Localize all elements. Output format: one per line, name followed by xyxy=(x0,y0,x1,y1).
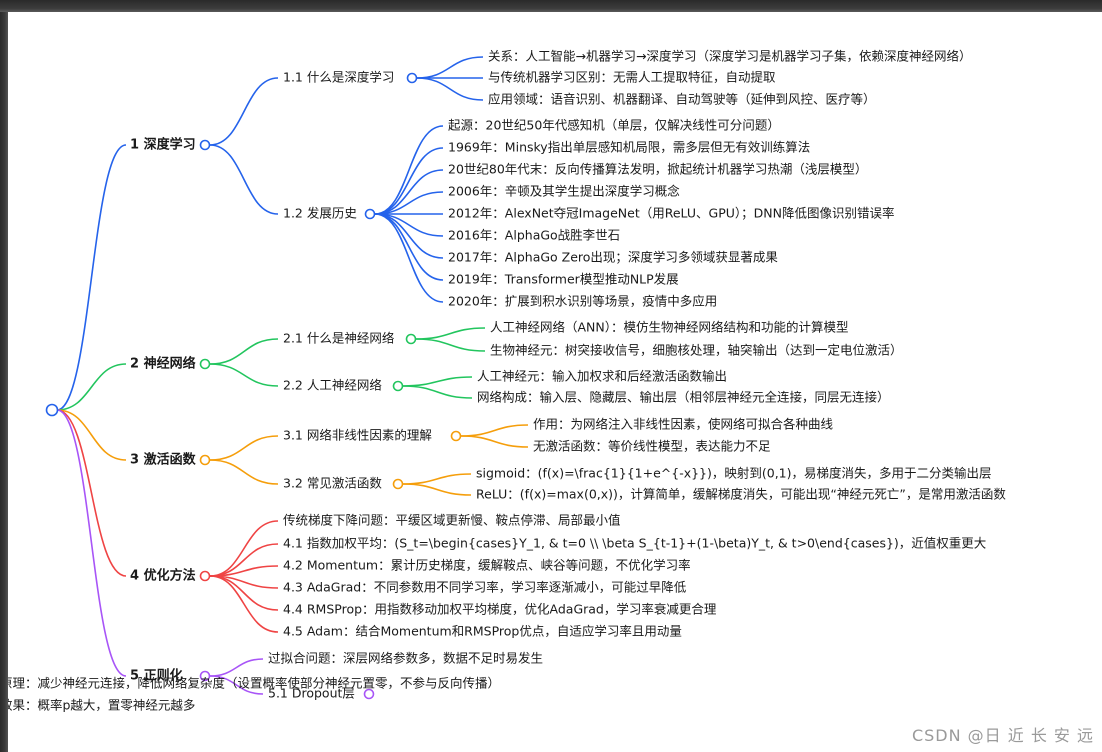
node-toggle-circle xyxy=(392,380,404,392)
leaf-connector xyxy=(402,376,473,387)
subtopic-label: 1.2 发展历史 xyxy=(283,206,357,221)
subtopic-label: 4.2 Momentum：累计历史梯度，缓解鞍点、峡谷等问题，不优化学习率 xyxy=(283,558,691,573)
root-node-circle xyxy=(45,403,59,417)
subtopic-label: 过拟合问题：深层网络参数多，数据不足时易发生 xyxy=(268,651,543,666)
subtopic-label: 2.2 人工神经网络 xyxy=(283,378,382,393)
subtopic-label: 4.5 Adam：结合Momentum和RMSProp优点，自适应学习率且用动量 xyxy=(283,624,682,639)
node-toggle-circle xyxy=(392,478,404,490)
branch-connector xyxy=(56,363,127,411)
leaf-label: 无激活函数：等价线性模型，表达能力不足 xyxy=(533,439,771,454)
leaf-label: sigmoid：(f(x)=\frac{1}{1+e^{-x}})，映射到(0,… xyxy=(476,466,992,481)
subtopic-label: 4.4 RMSProp：用指数移动加权平均梯度，优化AdaGrad，学习率衰减更… xyxy=(283,602,717,617)
leaf-label: 2017年：AlphaGo Zero出现；深度学习多领域获显著成果 xyxy=(448,250,778,265)
node-toggle-circle xyxy=(199,139,211,151)
node-toggle-circle xyxy=(406,72,418,84)
leaf-label: 2012年：AlexNet夺冠ImageNet（用ReLU、GPU）；DNN降低… xyxy=(448,206,895,221)
topic-label: 3 激活函数 xyxy=(130,452,197,468)
topic-label: 4 优化方法 xyxy=(130,568,196,584)
leaf-label: ReLU：(f(x)=max(0,x))，计算简单，缓解梯度消失，可能出现“神经… xyxy=(476,487,1006,502)
node-toggle-circle xyxy=(363,688,375,700)
leaf-label: 2016年：AlphaGo战胜李世石 xyxy=(448,228,620,243)
subtopic-label: 3.2 常见激活函数 xyxy=(283,476,382,491)
branch-connector xyxy=(56,409,127,461)
leaf-connector xyxy=(460,424,529,437)
leaf-connector xyxy=(460,435,529,448)
watermark: CSDN @日 近 长 安 远 xyxy=(911,726,1094,745)
node-toggle-circle xyxy=(405,333,417,345)
leaf-connector xyxy=(402,483,472,496)
window-edge xyxy=(0,0,8,752)
leaf-label: 关系：人工智能→机器学习→深度学习（深度学习是机器学习子集，依赖深度神经网络） xyxy=(488,49,971,64)
leaf-label: 应用领域：语音识别、机器翻译、自动驾驶等（延伸到风控、医疗等） xyxy=(488,92,876,107)
node-toggle-circle xyxy=(450,430,462,442)
leaf-label: 原理：减少神经元连接，降低网络复杂度（设置概率使部分神经元置零，不参与反向传播） xyxy=(0,676,500,691)
leaf-connector xyxy=(416,77,484,101)
subtopic-label: 传统梯度下降问题：平缓区域更新慢、鞍点停滞、局部最小值 xyxy=(283,513,621,528)
leaf-connector xyxy=(415,338,486,352)
subtopic-label: 3.1 网络非线性因素的理解 xyxy=(283,428,432,443)
branch-connector xyxy=(56,409,127,677)
branch-connector xyxy=(56,409,127,577)
leaf-label: 网络构成：输入层、隐藏层、输出层（相邻层神经元全连接，同层无连接） xyxy=(477,390,890,405)
subtopic-connector xyxy=(209,675,264,695)
subtopic-connector xyxy=(209,363,279,387)
leaf-label: 1969年：Minsky指出单层感知机局限，需多层但无有效训练算法 xyxy=(448,140,810,155)
node-toggle-circle xyxy=(199,570,211,582)
leaf-connector xyxy=(374,213,444,303)
leaf-connector xyxy=(374,213,444,281)
subtopic-connector xyxy=(209,520,279,577)
leaf-label: 2020年：扩展到积水识别等场景，疫情中多应用 xyxy=(448,294,717,309)
leaf-connector xyxy=(402,385,473,399)
leaf-label: 生物神经元：树突接收信号，细胞核处理，轴突输出（达到一定电位激活） xyxy=(490,343,903,358)
subtopic-connector xyxy=(209,338,279,365)
node-toggle-circle xyxy=(364,208,376,220)
leaf-label: 人工神经元：输入加权求和后经激活函数输出 xyxy=(477,369,727,384)
branch-connector xyxy=(56,144,127,411)
subtopic-label: 4.3 AdaGrad：不同参数用不同学习率，学习率逐渐减小，可能过早降低 xyxy=(283,580,687,595)
leaf-connector xyxy=(374,147,444,215)
window-edge xyxy=(0,0,1102,12)
subtopic-connector xyxy=(209,575,279,633)
leaf-label: 2006年：辛顿及其学生提出深度学习概念 xyxy=(448,184,680,199)
subtopic-connector xyxy=(209,144,279,215)
subtopic-connector xyxy=(209,658,264,677)
subtopic-label: 4.1 指数加权平均：(S_t=\begin{cases}Y_1, & t=0 … xyxy=(283,536,986,551)
topic-label: 2 神经网络 xyxy=(130,356,196,372)
topic-label: 5 正则化 xyxy=(130,668,183,684)
subtopic-label: 1.1 什么是深度学习 xyxy=(283,70,394,85)
leaf-connector xyxy=(374,125,444,215)
leaf-label: 作用：为网络注入非线性因素，使网络可拟合各种曲线 xyxy=(533,417,834,432)
subtopic-connector xyxy=(209,435,279,461)
topic-label: 1 深度学习 xyxy=(130,137,196,153)
leaf-label: 与传统机器学习区别：无需人工提取特征，自动提取 xyxy=(488,70,776,85)
leaf-label: 人工神经网络（ANN）：模仿生物神经网络结构和功能的计算模型 xyxy=(490,320,849,335)
node-toggle-circle xyxy=(199,358,211,370)
leaf-label: 效果：概率p越大，置零神经元越多 xyxy=(0,698,195,713)
leaf-label: 起源：20世纪50年代感知机（单层，仅解决线性可分问题） xyxy=(448,118,780,133)
leaf-connector xyxy=(415,327,486,340)
leaf-label: 2019年：Transformer模型推动NLP发展 xyxy=(448,272,679,287)
node-toggle-circle xyxy=(199,670,211,682)
subtopic-label: 5.1 Dropout层 xyxy=(268,686,355,701)
node-toggle-circle xyxy=(199,454,211,466)
leaf-connector xyxy=(416,56,484,79)
subtopic-label: 2.1 什么是神经网络 xyxy=(283,331,395,346)
leaf-connector xyxy=(402,473,472,485)
subtopic-connector xyxy=(209,77,279,146)
leaf-label: 20世纪80年代末：反向传播算法发明，掀起统计机器学习热潮（浅层模型） xyxy=(448,162,867,177)
subtopic-connector xyxy=(209,459,279,485)
